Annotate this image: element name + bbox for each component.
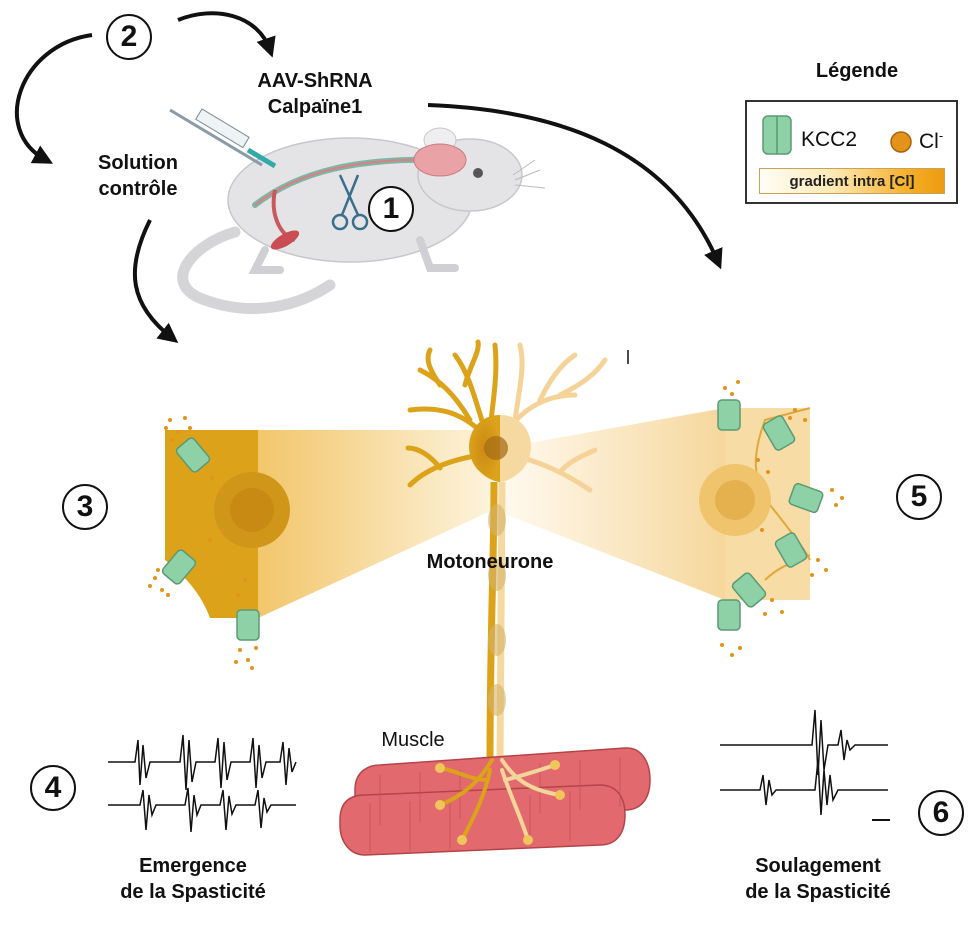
arrow-aav-to-right [427,103,723,270]
emg-trace-spasticity [108,734,297,833]
chloride-charge: - [938,128,944,143]
legend-title: Légende [815,60,899,82]
emg-trace-relief [720,709,890,821]
arrow-2-to-aav [177,11,276,58]
right-membrane-detail [699,380,844,657]
chloride-dots-right [720,380,844,657]
emergence-label-line2: de la Spasticité [120,881,266,903]
control-label-line1: Solution [98,152,178,174]
muscle-illustration [339,747,651,856]
right-zoom-beam [500,408,725,600]
left-zoom-beam [258,430,493,618]
motoneuron-illustration [405,339,608,761]
aav-label: AAV-ShRNA Calpaïne1 [230,68,400,120]
step-4-badge: 4 [30,765,76,811]
step-2-badge: 2 [106,14,152,60]
chloride-symbol: Cl [919,130,939,153]
emergence-label-line1: Emergence [139,855,247,877]
gradient-legend-bar: gradient intra [Cl] [759,168,945,194]
relief-label-line2: de la Spasticité [745,881,891,903]
step-5-badge: 5 [896,474,942,520]
relief-label-line1: Soulagement [755,855,881,877]
step-6-badge: 6 [918,790,964,836]
aav-label-line2: Calpaïne1 [267,96,363,118]
step-3-number: 3 [76,490,94,523]
emergence-label: Emergence de la Spasticité [98,853,288,905]
relief-label: Soulagement de la Spasticité [718,853,918,905]
aav-label-line1: AAV-ShRNA [257,70,373,92]
control-label: Solution contrôle [78,150,198,202]
step-3-badge: 3 [62,484,108,530]
scissors-icon [331,174,369,231]
kcc2-transporter-left [161,437,260,641]
left-membrane-detail [148,416,290,670]
arrow-control-to-left [132,219,179,343]
control-label-line2: contrôle [98,178,178,200]
step-5-number: 5 [910,480,928,513]
chloride-dots-left [148,416,258,670]
chloride-legend-label: Cl- [919,128,943,154]
muscle-label: Muscle [381,729,445,751]
step-1-badge: 1 [368,186,414,232]
chloride-legend-icon [890,131,912,153]
kcc2-transporter-right [717,399,824,631]
syringe-icon [169,108,277,169]
step-6-number: 6 [932,796,950,829]
arrow-2-to-control [14,33,93,164]
step-1-number: 1 [382,192,400,225]
legend-box: KCC2 Cl- gradient intra [Cl] [745,100,958,204]
motoneuron-label: Motoneurone [426,551,554,573]
kcc2-legend-label: KCC2 [801,128,858,151]
mouse-illustration [177,127,546,315]
kcc2-legend-icon [762,115,792,155]
step-2-number: 2 [120,20,138,53]
step-4-number: 4 [44,771,62,804]
